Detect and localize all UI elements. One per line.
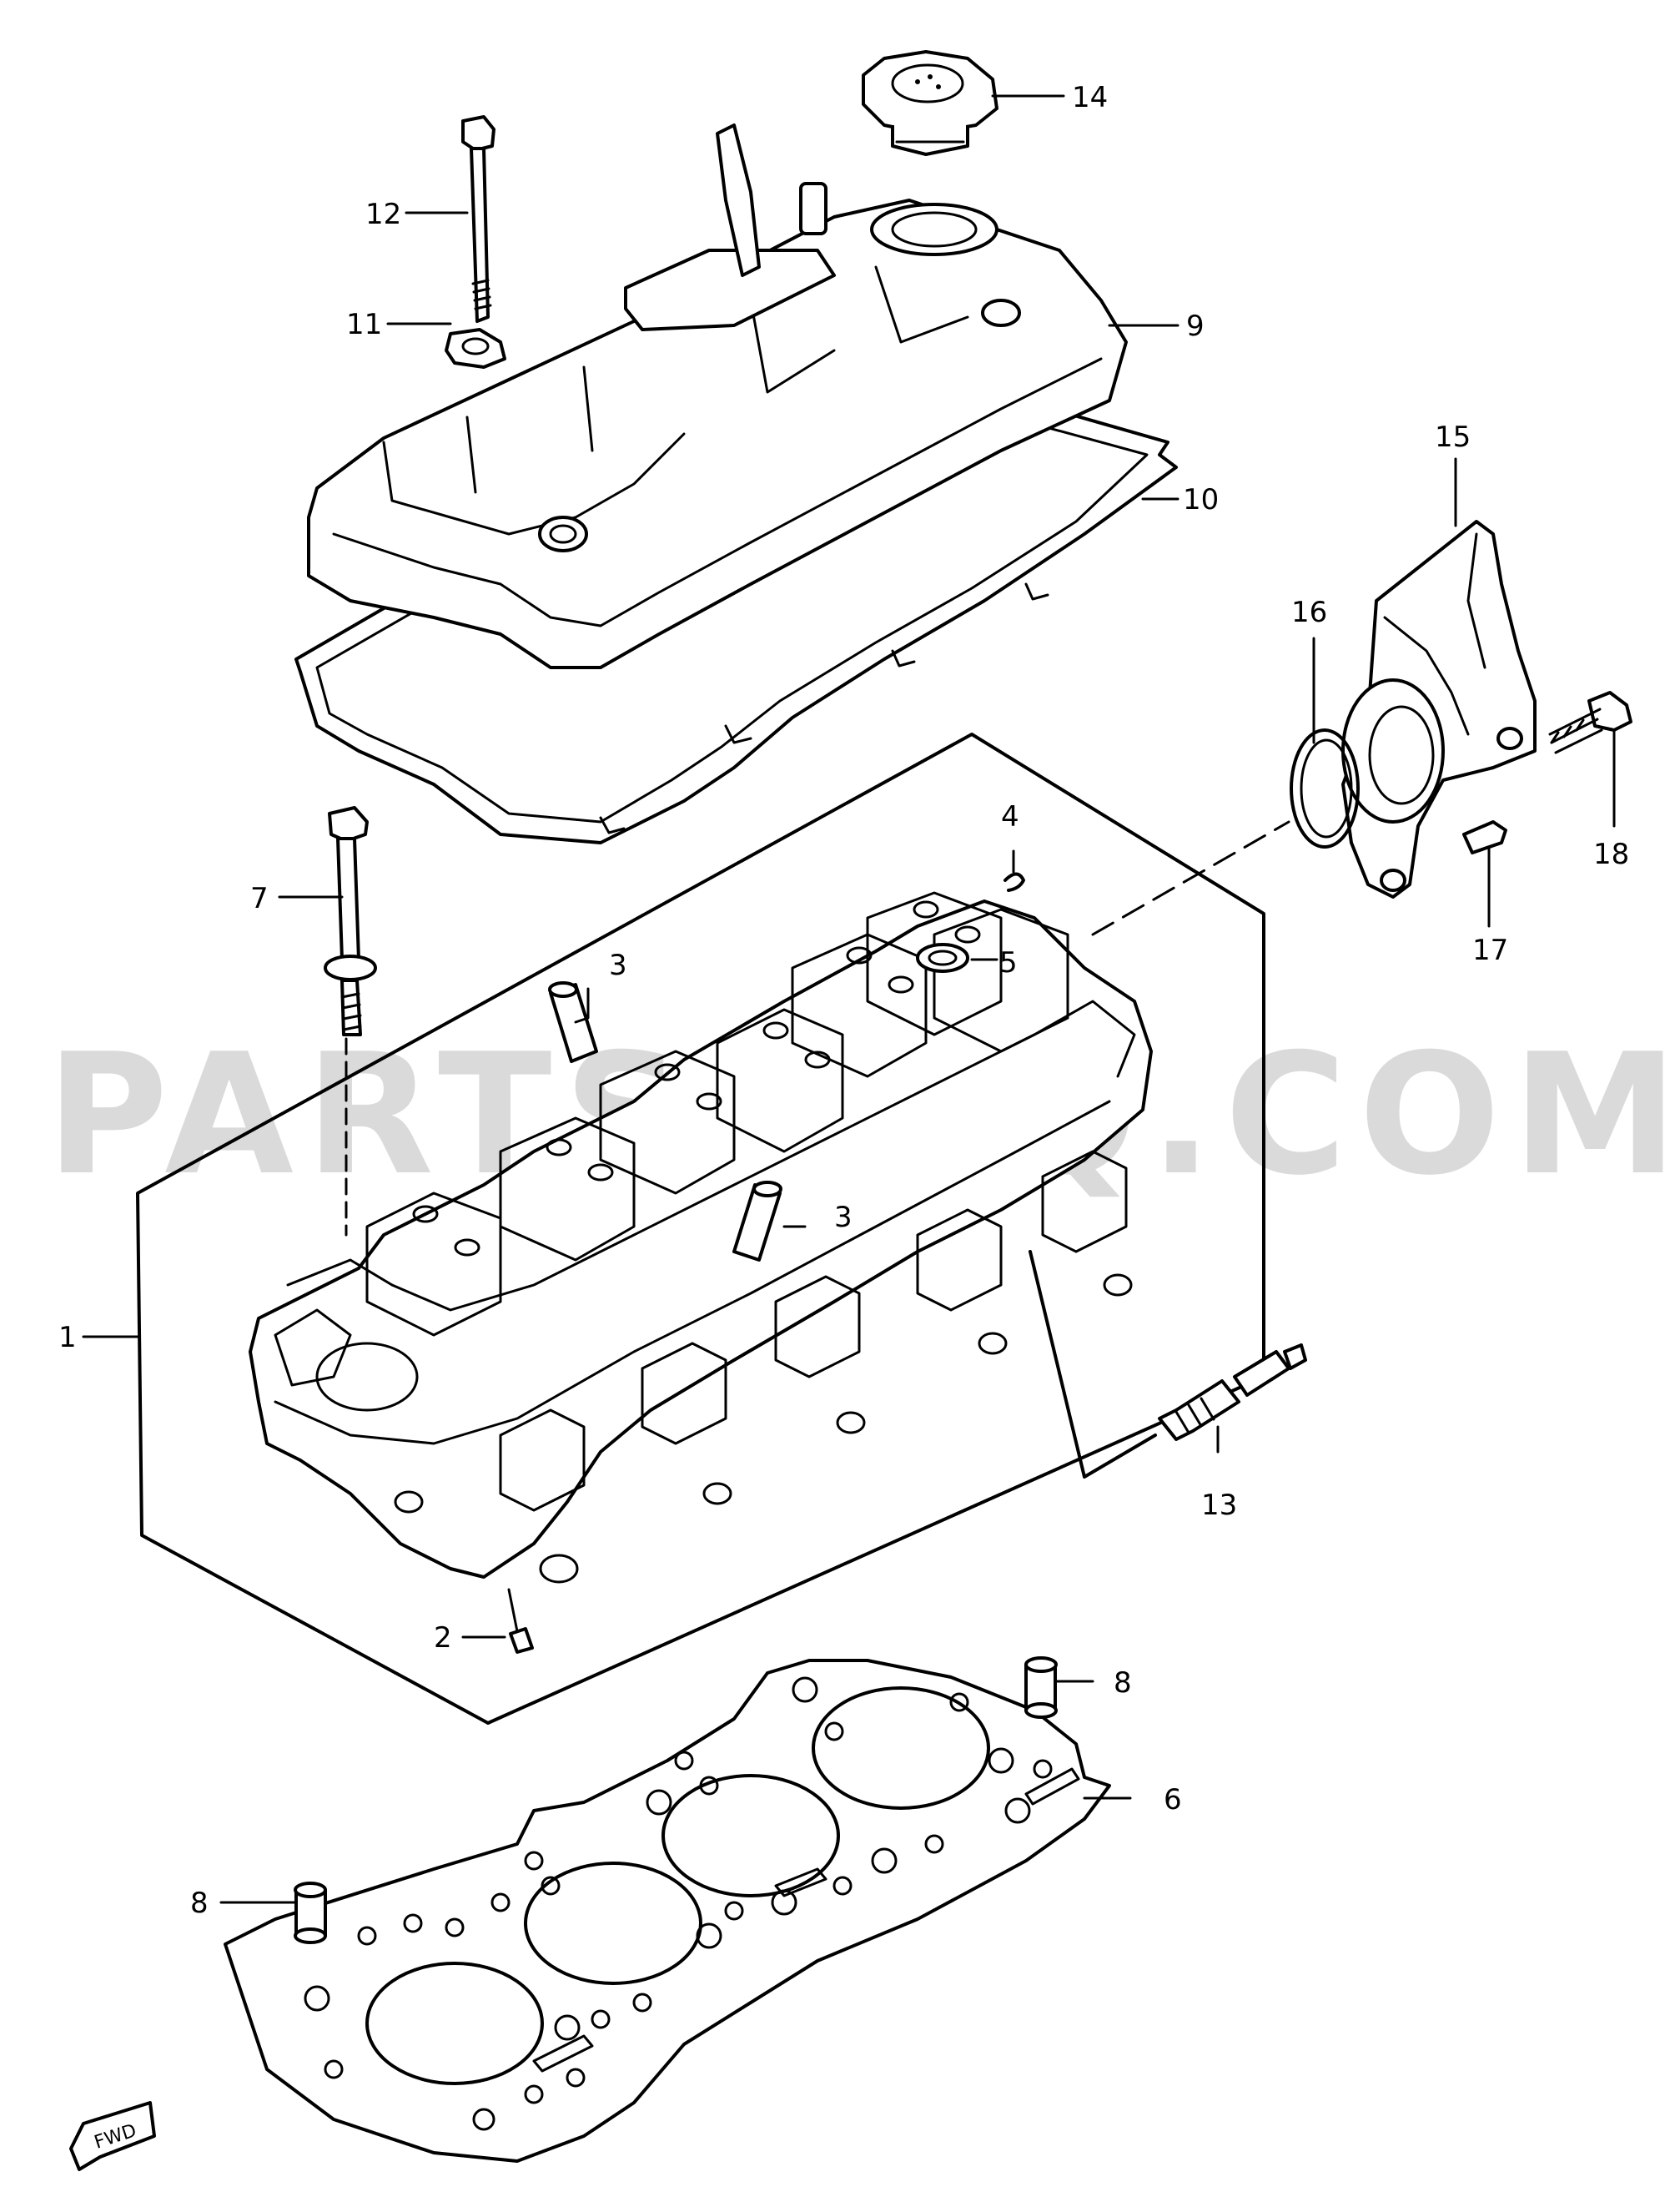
distributor-guide-line bbox=[1091, 820, 1290, 936]
callout-15[interactable]: 15 bbox=[1435, 421, 1471, 454]
seal-washer[interactable] bbox=[445, 328, 506, 369]
distributor-o-ring[interactable] bbox=[1290, 728, 1360, 849]
callout-11[interactable]: 11 bbox=[346, 308, 382, 341]
gasket-dowel-pin-lower[interactable] bbox=[294, 1882, 327, 1944]
oil-gallery-plug[interactable] bbox=[509, 1627, 534, 1654]
callout-13[interactable]: 13 bbox=[1201, 1489, 1237, 1522]
cylinder-head-gasket[interactable] bbox=[224, 1659, 1111, 2163]
camshaft-pin-lower[interactable] bbox=[732, 1181, 782, 1262]
callout-2[interactable]: 2 bbox=[434, 1621, 452, 1655]
distributor-case[interactable] bbox=[1341, 520, 1537, 899]
leader-lines bbox=[82, 94, 1616, 1904]
callout-14[interactable]: 14 bbox=[1072, 81, 1108, 114]
callouts: 1 2 3 3 4 5 6 7 8 8 9 10 11 12 13 14 15 … bbox=[58, 81, 1629, 1920]
distributor-bolt-lower[interactable] bbox=[1462, 820, 1507, 854]
seal-clip[interactable] bbox=[1003, 872, 1025, 892]
front-direction-marker: FWD bbox=[69, 2101, 156, 2171]
cylinder-head-cover[interactable] bbox=[294, 123, 1178, 844]
oil-filler-cap[interactable] bbox=[862, 50, 998, 156]
callout-4[interactable]: 4 bbox=[1001, 800, 1019, 834]
callout-3-lower[interactable]: 3 bbox=[834, 1201, 853, 1234]
plug-washer[interactable] bbox=[916, 943, 969, 973]
callout-10[interactable]: 10 bbox=[1183, 483, 1219, 516]
callout-16[interactable]: 16 bbox=[1291, 596, 1327, 629]
callout-1[interactable]: 1 bbox=[58, 1321, 77, 1354]
callout-5[interactable]: 5 bbox=[999, 946, 1018, 980]
callout-8-upper[interactable]: 8 bbox=[1114, 1666, 1132, 1700]
distributor-bolt-upper[interactable] bbox=[1548, 691, 1632, 754]
callout-7[interactable]: 7 bbox=[250, 882, 269, 915]
cover-bolt[interactable] bbox=[461, 115, 495, 323]
callout-12[interactable]: 12 bbox=[365, 198, 401, 231]
callout-18[interactable]: 18 bbox=[1593, 838, 1629, 871]
callout-17[interactable]: 17 bbox=[1472, 934, 1508, 967]
spark-plug-guide-line bbox=[1029, 1250, 1157, 1479]
cylinder-head-bolt[interactable] bbox=[324, 806, 377, 1036]
spark-plug[interactable] bbox=[1158, 1343, 1307, 1441]
camshaft-pin-upper[interactable] bbox=[548, 981, 598, 1063]
gasket-dowel-pin-upper[interactable] bbox=[1024, 1656, 1058, 1719]
callout-3-upper[interactable]: 3 bbox=[609, 949, 627, 982]
cylinder-head[interactable] bbox=[249, 891, 1153, 1584]
callout-6[interactable]: 6 bbox=[1164, 1783, 1182, 1816]
callout-8-lower[interactable]: 8 bbox=[190, 1887, 209, 1920]
callout-9[interactable]: 9 bbox=[1186, 310, 1205, 343]
